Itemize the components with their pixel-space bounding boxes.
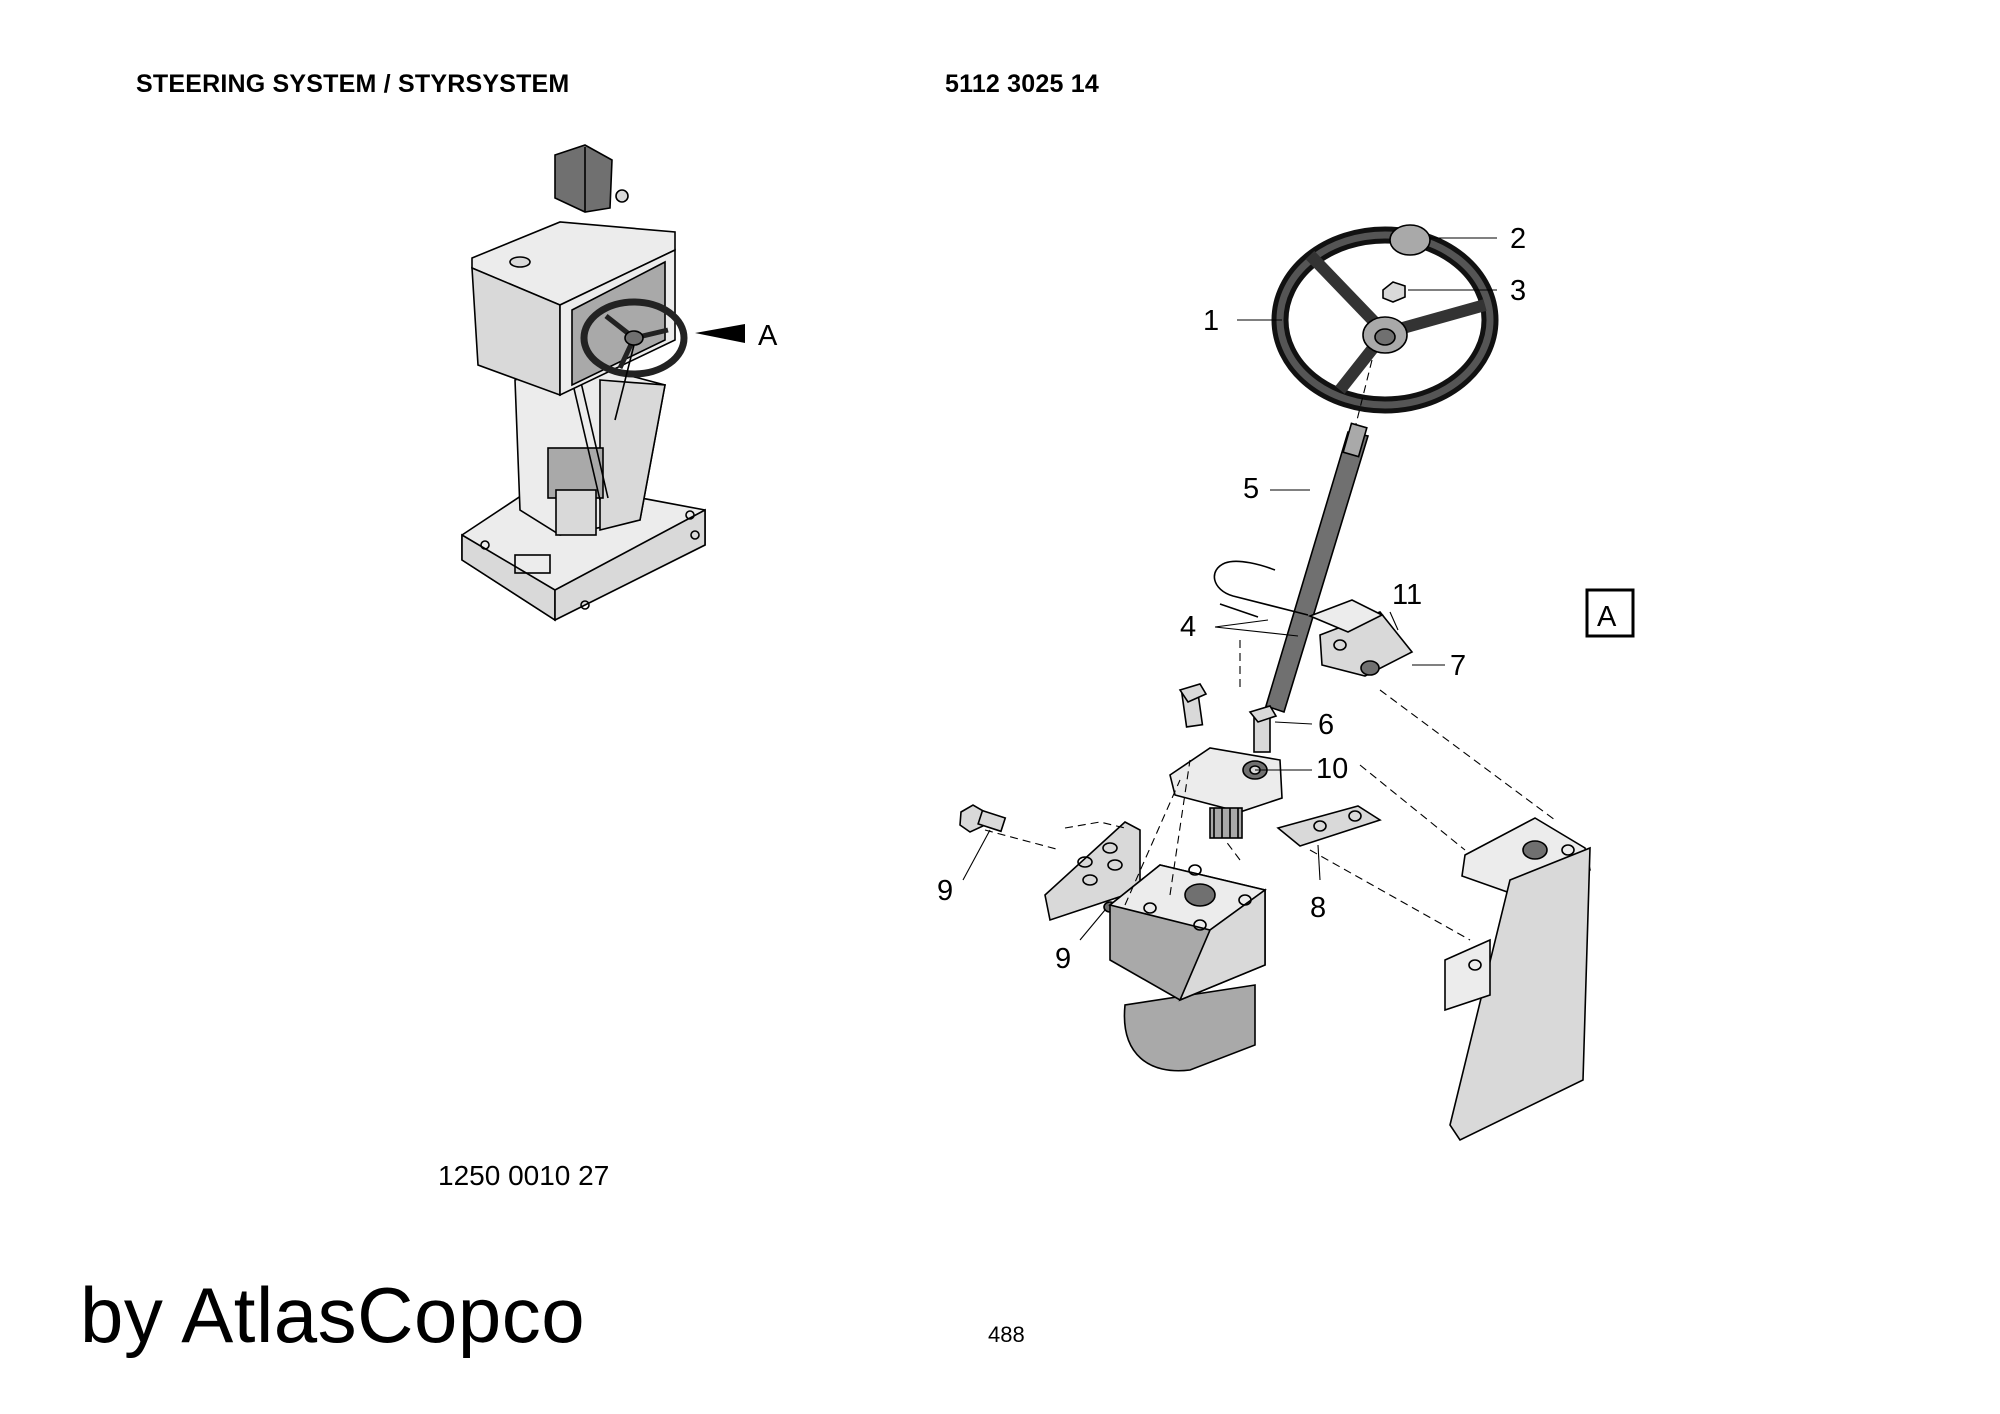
detail-pointer-arrow [695,324,745,343]
bolt-6 [1178,683,1278,753]
callout-4: 4 [1180,611,1196,643]
callout-6: 6 [1318,709,1334,741]
view-label-box [1585,588,1635,638]
brand-watermark: by AtlasCopco [80,1271,586,1359]
callout-9-bolt: 9 [937,875,953,907]
callout-2: 2 [1510,223,1526,255]
steering-exploded-detail: 1 2 3 5 4 11 7 6 10 8 9 9 A [937,223,1635,1142]
console-overview: A [461,144,778,622]
bolt-9 [959,804,1007,833]
drawing-number: 1250 0010 27 [438,1160,610,1191]
hub-cap [1389,224,1431,256]
callout-9-washer: 9 [1055,943,1071,975]
callout-5: 5 [1243,473,1259,505]
callout-11: 11 [1392,579,1422,611]
part-number: 5112 3025 14 [945,70,1099,98]
callout-8: 8 [1310,892,1326,924]
support-arm [1444,817,1591,1142]
view-label: A [1597,601,1617,633]
hub-nut [1382,281,1406,303]
callout-1: 1 [1203,305,1219,337]
page-title: STEERING SYSTEM / STYRSYSTEM [136,70,570,98]
callout-10: 10 [1316,753,1348,785]
mount-plate [1169,747,1283,813]
steering-valve-motor [1108,864,1267,1072]
spacer-plate [1276,805,1382,847]
page-number: 488 [988,1322,1025,1347]
detail-ref-label: A [758,320,778,352]
u-bolt [1213,560,1309,616]
callout-3: 3 [1510,275,1526,307]
callout-7: 7 [1450,650,1466,682]
